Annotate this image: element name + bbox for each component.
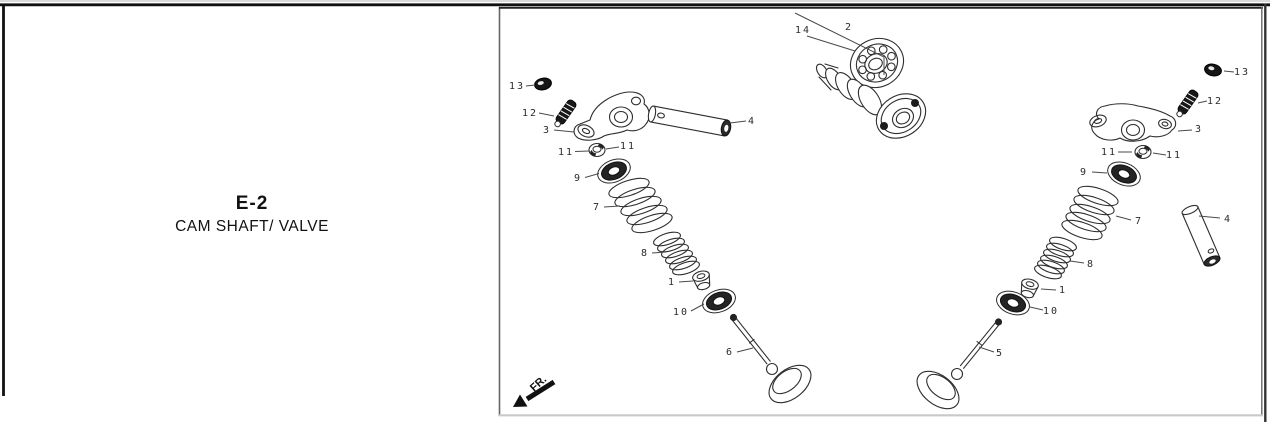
callout-rocker-right: 3 <box>1195 124 1203 135</box>
callout-nut-left-a: 11 <box>558 147 574 158</box>
callout-nut-right-a: 11 <box>1101 147 1117 158</box>
section-name: CAM SHAFT/ VALVE <box>175 218 329 235</box>
valve-nut-left-drawing <box>588 142 606 158</box>
callout-intake-valve: 6 <box>726 347 734 358</box>
callout-shaft-right: 4 <box>1224 214 1232 225</box>
callout-outer-spring-left: 7 <box>593 202 601 213</box>
exhaust-valve-drawing <box>916 318 1003 410</box>
section-code: E-2 <box>235 193 269 214</box>
adjuster-screw-left-drawing <box>551 98 578 130</box>
valve-nut-right-drawing <box>1134 144 1152 160</box>
front-arrow-shaft <box>525 379 556 402</box>
callout-cotter-left: 1 <box>668 277 676 288</box>
stem-seal-right-drawing <box>992 286 1034 320</box>
callout-retainer-left: 9 <box>574 173 582 184</box>
callout-camshaft: 2 <box>845 22 853 33</box>
inner-spring-left-drawing <box>653 231 700 276</box>
front-arrow-head <box>513 394 528 407</box>
callout-inner-spring-right: 8 <box>1087 259 1095 270</box>
callout-nut-left-b: 11 <box>620 141 636 152</box>
callout-exhaust-valve: 5 <box>996 348 1004 359</box>
valve-cotter-left-drawing <box>690 268 714 293</box>
spring-retainer-right-drawing <box>1103 156 1145 192</box>
stem-seal-left-drawing <box>698 284 740 318</box>
rocker-shaft-left-drawing <box>647 105 732 137</box>
spring-retainer-left-drawing <box>593 153 635 189</box>
callout-cotter-right: 1 <box>1059 285 1067 296</box>
section-title-block: E-2 CAM SHAFT/ VALVE <box>5 193 499 236</box>
bearing-drawing <box>849 37 905 89</box>
outer-spring-right-drawing <box>1061 185 1119 241</box>
front-label: FR. <box>528 373 549 394</box>
callout-locknut-left: 13 <box>509 81 525 92</box>
callout-inner-spring-left: 8 <box>641 248 649 259</box>
callout-retainer-right: 9 <box>1080 167 1088 178</box>
callout-rocker-left: 3 <box>543 125 551 136</box>
valve-cotter-right-drawing <box>1017 276 1041 301</box>
callout-labels: 13 12 3 11 11 9 7 8 1 10 6 4 14 2 13 12 … <box>509 22 1250 359</box>
callout-bearing: 14 <box>795 25 811 36</box>
front-direction-marker: FR. <box>513 373 556 407</box>
locknut-left-drawing <box>532 76 554 92</box>
callout-adjuster-left: 12 <box>522 108 538 119</box>
rocker-shaft-right-drawing <box>1181 204 1221 267</box>
intake-valve-drawing <box>729 313 812 404</box>
rocker-arm-right-drawing <box>1089 103 1177 142</box>
callout-locknut-right: 13 <box>1234 67 1250 78</box>
callout-adjuster-right: 12 <box>1207 96 1223 107</box>
outer-spring-left-drawing <box>608 177 673 234</box>
inner-spring-right-drawing <box>1034 236 1077 280</box>
camshaft-drawing <box>815 63 927 139</box>
rocker-arm-left-drawing <box>573 91 650 141</box>
adjuster-screw-right-drawing <box>1173 88 1200 120</box>
callout-seal-left: 10 <box>673 307 689 318</box>
diagram-box <box>498 6 1263 417</box>
callout-nut-right-b: 11 <box>1166 150 1182 161</box>
callout-shaft-left: 4 <box>748 116 756 127</box>
callout-outer-spring-right: 7 <box>1135 216 1143 227</box>
locknut-right-drawing <box>1202 62 1224 78</box>
callout-leader-lines <box>525 12 1235 353</box>
callout-seal-right: 10 <box>1043 306 1059 317</box>
